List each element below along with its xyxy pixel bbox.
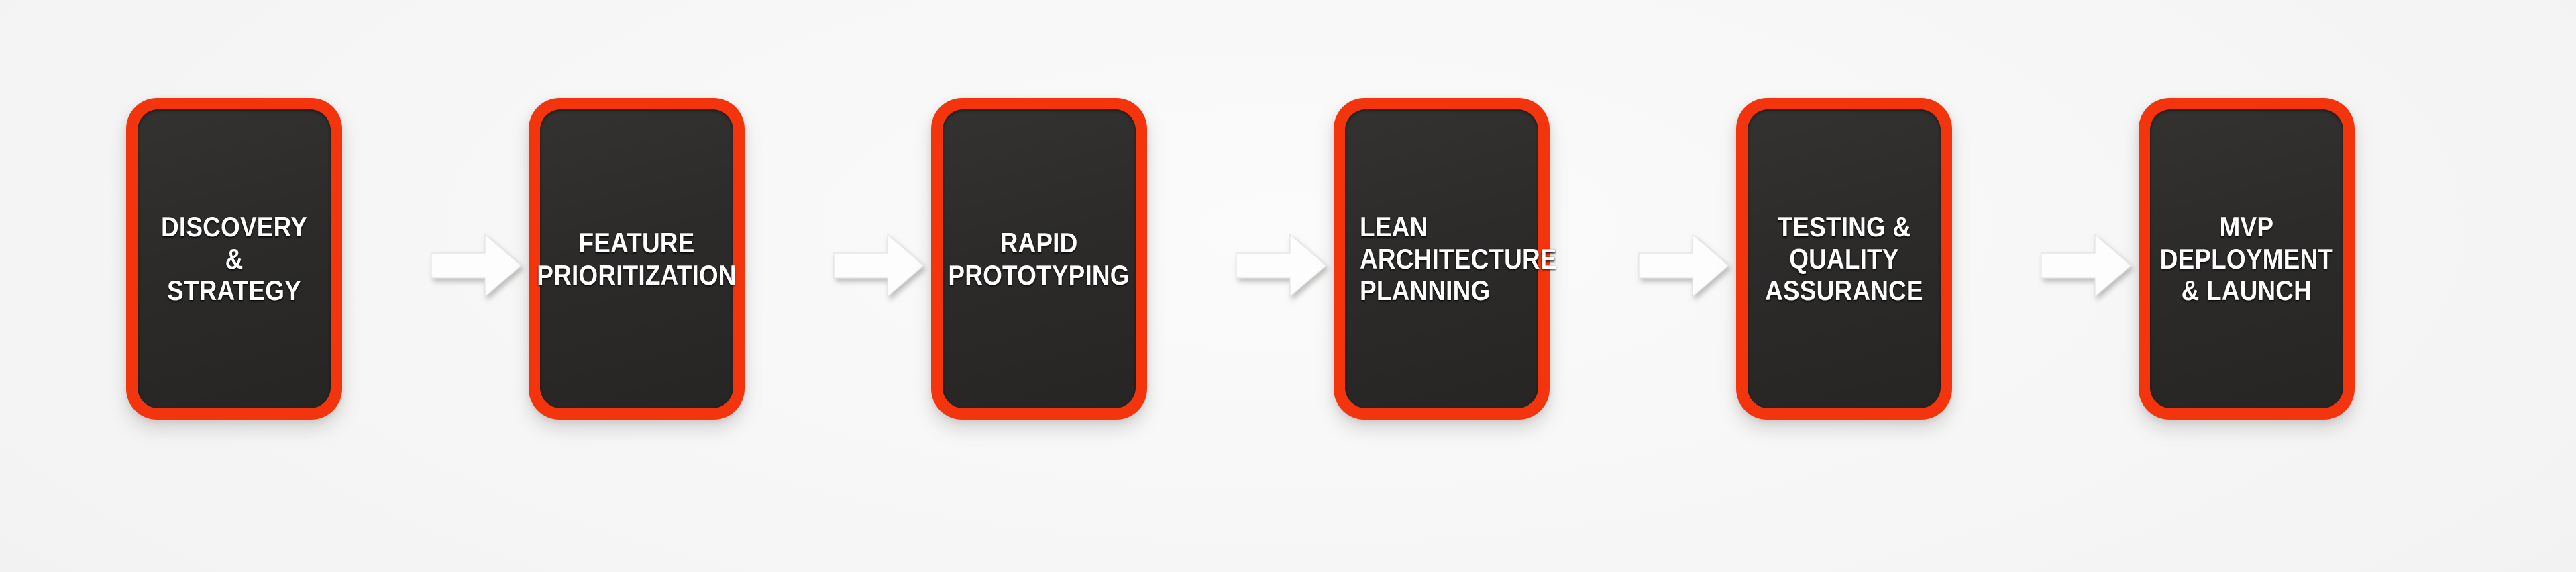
- arrow-right-icon-4: [1638, 232, 1730, 299]
- process-step-4[interactable]: LEAN ARCHITECTURE PLANNING: [1334, 98, 1557, 420]
- process-step-2-body: FEATURE PRIORITIZATION: [537, 109, 737, 408]
- arrow-right-icon-1: [430, 232, 523, 299]
- process-step-3-label: RAPID PROTOTYPING: [948, 226, 1130, 291]
- arrow-right-icon-3: [1235, 232, 1328, 299]
- process-step-4-body: LEAN ARCHITECTURE PLANNING: [1345, 109, 1557, 408]
- process-step-4-label: LEAN ARCHITECTURE PLANNING: [1360, 210, 1557, 307]
- process-step-2[interactable]: FEATURE PRIORITIZATION: [529, 98, 745, 420]
- process-step-5[interactable]: TESTING & QUALITY ASSURANCE: [1736, 98, 1952, 420]
- process-step-3-body: RAPID PROTOTYPING: [943, 109, 1136, 408]
- process-step-2-label: FEATURE PRIORITIZATION: [537, 226, 737, 291]
- arrow-right-icon-5: [2040, 232, 2133, 299]
- process-step-5-body: TESTING & QUALITY ASSURANCE: [1748, 109, 1941, 408]
- process-step-1-body: DISCOVERY & STRATEGY: [138, 109, 331, 408]
- process-step-6[interactable]: MVP DEPLOYMENT & LAUNCH: [2139, 98, 2355, 420]
- process-step-5-label: TESTING & QUALITY ASSURANCE: [1765, 210, 1923, 307]
- process-step-6-label: MVP DEPLOYMENT & LAUNCH: [2159, 210, 2334, 307]
- process-step-1-label: DISCOVERY & STRATEGY: [161, 210, 307, 307]
- process-step-1[interactable]: DISCOVERY & STRATEGY: [126, 98, 342, 420]
- process-step-3[interactable]: RAPID PROTOTYPING: [931, 98, 1147, 420]
- process-step-6-body: MVP DEPLOYMENT & LAUNCH: [2150, 109, 2343, 408]
- arrow-right-icon-2: [833, 232, 925, 299]
